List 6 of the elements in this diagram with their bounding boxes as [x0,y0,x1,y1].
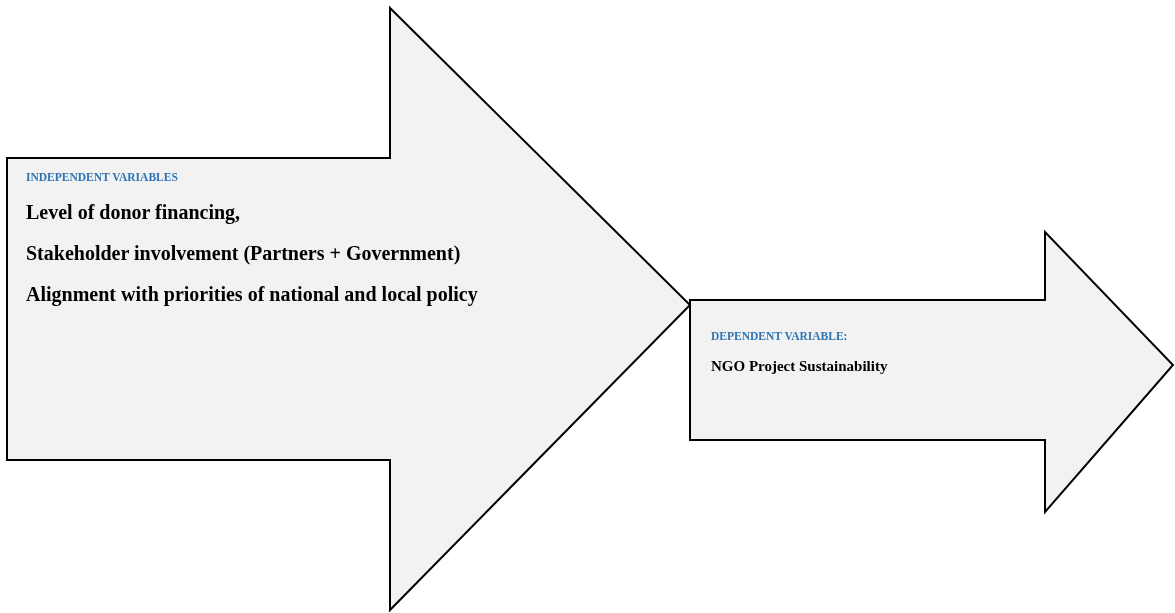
variable-text: Stakeholder involvement (Partners + Government) [26,241,462,267]
variable-text: Alignment with priorities of national and local policy [26,282,479,308]
variable-text: Level of donor financing, [26,200,242,226]
heading: DEPENDENT VARIABLE: [711,330,849,342]
heading: INDEPENDENT VARIABLES [26,171,179,183]
variable-text: NGO Project Sustainability [711,357,889,376]
